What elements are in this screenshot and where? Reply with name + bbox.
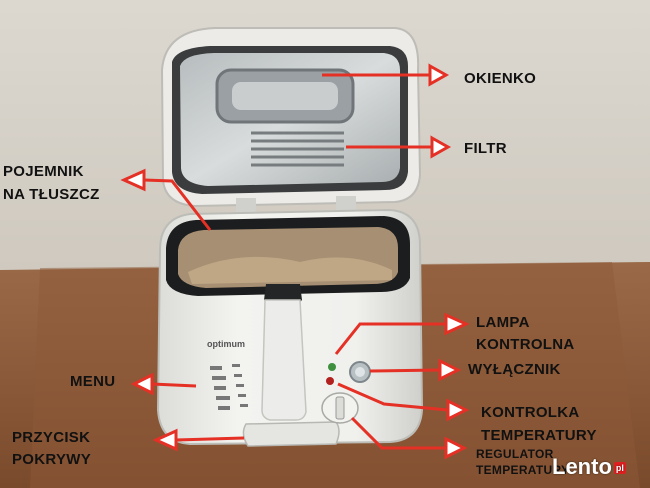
label-lampa-line1: LAMPA: [476, 314, 530, 331]
label-przycisk-line2: POKRYWY: [12, 451, 92, 468]
temperature-indicator: [326, 377, 334, 385]
label-lampa-line2: KONTROLNA: [476, 336, 575, 353]
label-kontrolka-line2: TEMPERATURY: [481, 427, 597, 444]
label-filtr: FILTR: [464, 140, 507, 157]
label-pojemnik-line1: POJEMNIK: [3, 163, 84, 180]
pilot-lamp: [328, 363, 336, 371]
label-regulator-line2: TEMPERATURY: [476, 463, 570, 477]
label-regulator-line1: REGULATOR: [476, 447, 554, 461]
label-kontrolka-line1: KONTROLKA: [481, 404, 580, 421]
label-okienko: OKIENKO: [464, 70, 537, 87]
label-przycisk-line1: PRZYCISK: [12, 429, 91, 446]
fryer-body: optimum: [156, 208, 424, 447]
menu-panel: [210, 364, 248, 410]
lid-filter: [251, 131, 344, 167]
brand-logo: optimum: [207, 339, 245, 349]
label-wylacznik: WYŁĄCZNIK: [468, 361, 561, 378]
lid-button[interactable]: [242, 421, 340, 447]
label-menu: MENU: [70, 373, 116, 390]
pointer-arrows: [120, 63, 470, 460]
label-pojemnik-line2: NA TŁUSZCZ: [3, 186, 100, 203]
fryer-lid[interactable]: [160, 27, 422, 212]
